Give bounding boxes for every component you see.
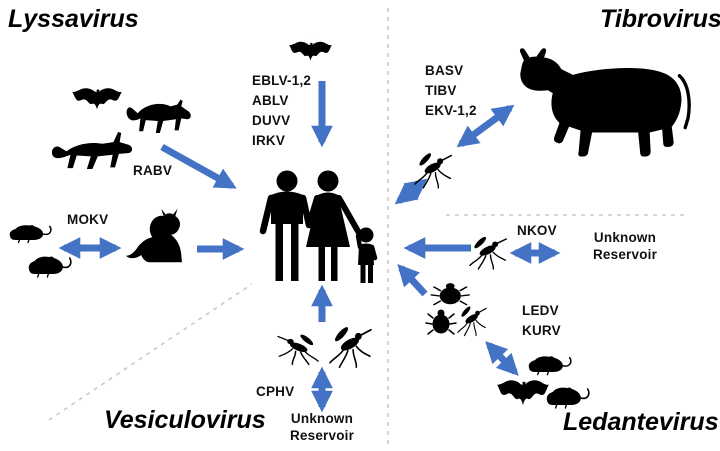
sandfly-icon — [277, 332, 319, 366]
cat-icon — [125, 208, 182, 263]
transmission-arrows — [58, 81, 561, 413]
rabv-to-humans-arrow — [160, 143, 237, 190]
insects-rodents-arrow — [485, 341, 519, 376]
fox-icon — [51, 132, 133, 169]
mosquito-icon — [329, 324, 372, 369]
genus-title-tibrovirus: Tibrovirus — [600, 5, 720, 33]
genus-title-ledantevirus: Ledantevirus — [563, 408, 719, 436]
cphv-label: CPHV — [256, 384, 295, 399]
ledante-to-humans-arrow — [397, 264, 428, 297]
tibrovirus-animals — [414, 48, 691, 189]
mokv-label: MOKV — [67, 212, 109, 227]
bat-icon — [497, 375, 549, 406]
ledantevirus-animals — [425, 282, 590, 409]
mosquito-icon — [469, 234, 508, 270]
lyssavirus-animals — [8, 84, 191, 278]
unknown-reservoir-cphv-label: Unknown Reservoir — [289, 411, 355, 443]
cow-icon — [519, 48, 691, 157]
divider-lines — [48, 8, 684, 447]
bat-lyssaviruses-label: EBLV-1,2 ABLV DUVV IRKV — [252, 73, 312, 148]
rodent-icon — [545, 386, 590, 409]
unknown-reservoir-nkov-label: Unknown Reservoir — [592, 230, 658, 262]
human-family-icon — [259, 170, 378, 283]
rodent-icon — [27, 255, 72, 278]
nkov-label: NKOV — [517, 223, 557, 238]
midge-humans-arrow — [394, 178, 428, 205]
genus-title-lyssavirus: Lyssavirus — [8, 5, 139, 33]
tibroviruses-label: BASV TIBV EKV-1,2 — [425, 63, 477, 118]
rodent-icon — [527, 355, 572, 376]
diagonal-divider-line — [48, 283, 253, 421]
genus-title-vesiculovirus: Vesiculovirus — [104, 406, 266, 434]
fly-icon — [430, 282, 470, 306]
raccoon-icon — [126, 99, 191, 133]
midge-cow-arrow — [456, 104, 515, 148]
rodent-icon — [8, 224, 52, 244]
bat-icon — [289, 38, 332, 61]
ledanteviruses-label: LEDV KURV — [522, 303, 561, 338]
rabv-label: RABV — [133, 163, 173, 178]
fly-icon — [457, 304, 487, 337]
vesiculovirus-insects — [277, 324, 372, 369]
tick-icon — [425, 308, 457, 335]
bat-icon — [72, 84, 122, 110]
